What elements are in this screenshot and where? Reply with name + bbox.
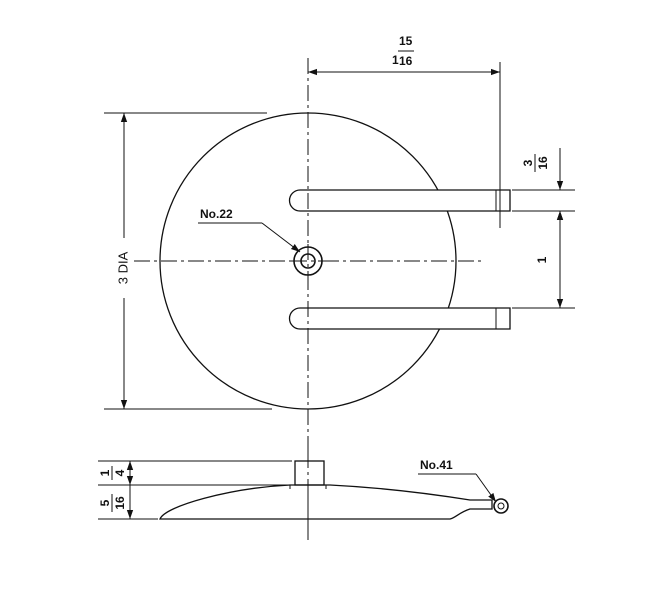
side-view — [159, 452, 509, 540]
width-denominator: 16 — [399, 54, 413, 68]
callout-no22: No.22 — [198, 207, 301, 253]
callout-no41: No.41 — [418, 458, 497, 503]
side-dimensions: 1 4 5 16 — [98, 460, 292, 520]
plan-view — [134, 58, 511, 540]
callout-no41-label: No.41 — [420, 458, 453, 472]
plate-profile — [159, 484, 493, 520]
boss — [294, 460, 325, 486]
slot-width-numerator: 3 — [521, 159, 535, 166]
boss-height-denominator: 4 — [113, 469, 127, 476]
diameter-dimension: 3 DIA — [104, 112, 272, 410]
lower-slot — [288, 307, 511, 330]
width-numerator: 15 — [399, 34, 413, 48]
pin — [493, 498, 509, 514]
upper-slot — [288, 189, 511, 212]
width-dimension: 1 15 16 — [308, 34, 501, 228]
callout-no22-label: No.22 — [200, 207, 233, 221]
slot-spacing-label: 1 — [535, 256, 549, 263]
width-whole: 1 — [392, 53, 399, 67]
boss-height-numerator: 1 — [98, 469, 112, 476]
slot-width-dimension: 3 16 — [512, 148, 575, 228]
thickness-denominator: 16 — [113, 496, 127, 510]
slot-spacing-dimension: 1 — [512, 211, 575, 309]
diameter-label: 3 DIA — [115, 251, 130, 284]
slot-width-denominator: 16 — [536, 156, 550, 170]
thickness-numerator: 5 — [98, 499, 112, 506]
